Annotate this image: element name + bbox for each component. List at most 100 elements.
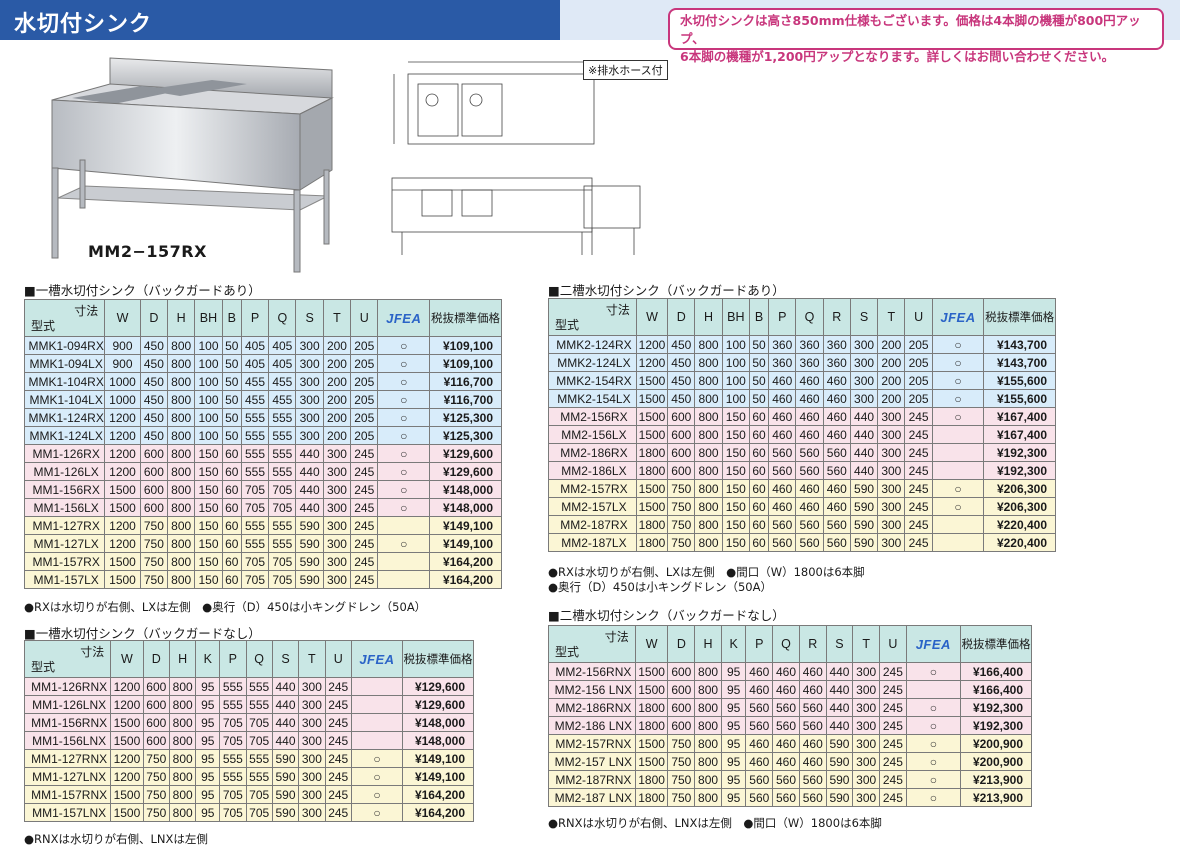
model-cell: MM2-156RX	[548, 407, 637, 426]
dim-cell-p: 460	[768, 371, 797, 390]
jfea-cell: ○	[377, 444, 431, 463]
model-cell: MM2-156 LNX	[548, 680, 636, 699]
dim-cell-d: 750	[667, 788, 696, 807]
jfea-cell	[377, 570, 431, 589]
dim-cell-w: 1200	[104, 516, 141, 535]
dim-cell-s: 300	[295, 354, 324, 373]
dim-cell-t: 300	[322, 498, 352, 517]
dim-cell-q: 460	[795, 371, 824, 390]
dim-cell-h: 800	[167, 534, 196, 553]
dim-cell-bh: 150	[721, 533, 750, 552]
dim-cell-b: 60	[748, 515, 770, 534]
dim-cell-q: 405	[268, 354, 297, 373]
price-cell: ¥109,100	[429, 354, 502, 373]
dim-cell-q: 555	[245, 677, 273, 696]
dim-cell-u: 205	[350, 336, 379, 355]
dim-cell-r: 560	[798, 770, 827, 789]
dim-cell-d: 750	[667, 734, 696, 753]
dim-cell-u: 245	[350, 552, 379, 571]
dim-cell-k: 95	[195, 767, 221, 786]
dim-cell-s: 590	[295, 516, 324, 535]
model-cell: MM1-126LNX	[23, 695, 112, 714]
model-cell: MM1-156RX	[23, 480, 106, 499]
dim-cell-w: 1500	[634, 734, 669, 753]
dim-cell-w: 1500	[110, 785, 144, 804]
dim-cell-w: 1500	[634, 662, 669, 681]
dim-cell-h: 800	[694, 533, 723, 552]
jfea-cell: ○	[377, 534, 431, 553]
dim-cell-u: 245	[324, 767, 352, 786]
dim-cell-s: 300	[295, 336, 324, 355]
dim-cell-s: 440	[825, 716, 854, 735]
jfea-cell: ○	[931, 353, 985, 372]
dim-cell-t: 200	[877, 389, 906, 408]
col-header-w: W	[635, 298, 669, 336]
jfea-cell	[350, 713, 404, 732]
dim-cell-q: 555	[245, 767, 273, 786]
dim-cell-q: 560	[772, 716, 800, 735]
model-cell: MM1-126RNX	[23, 677, 112, 696]
col-header-h: H	[694, 625, 722, 663]
dim-cell-p: 460	[745, 680, 774, 699]
dim-cell-h: 800	[168, 677, 197, 696]
dim-cell-w: 1800	[634, 788, 669, 807]
price-cell: ¥155,600	[983, 371, 1056, 390]
model-cell: MM1-156LNX	[23, 731, 112, 750]
dim-cell-bh: 100	[194, 408, 223, 427]
footnote-2: ●RNXは水切りが右側、LNXは左側	[24, 832, 208, 846]
model-cell: MM2-186LX	[548, 461, 637, 480]
drawing-note: ※排水ホース付	[583, 60, 668, 80]
jfea-cell: ○	[905, 788, 961, 807]
dim-cell-bh: 100	[721, 371, 750, 390]
dim-cell-q: 705	[268, 480, 297, 499]
dim-cell-t: 300	[852, 752, 881, 771]
jfea-cell: ○	[931, 479, 985, 498]
col-header-s: S	[295, 299, 324, 337]
price-cell: ¥206,300	[983, 479, 1056, 498]
model-cell: MMK1-124LX	[23, 426, 106, 445]
dim-cell-p: 455	[240, 390, 270, 409]
price-cell: ¥129,600	[429, 462, 502, 481]
section-title-1: ■一槽水切付シンク（バックガードあり）	[24, 283, 261, 298]
dim-cell-w: 1800	[635, 533, 669, 552]
dim-cell-p: 560	[768, 443, 797, 462]
dim-cell-h: 800	[694, 788, 722, 807]
dim-cell-w: 1500	[104, 480, 141, 499]
model-cell: MM2-157LX	[548, 497, 637, 516]
col-header-h: H	[168, 640, 197, 678]
dim-cell-bh: 150	[194, 552, 223, 571]
dim-cell-r: 460	[798, 734, 827, 753]
dim-cell-d: 750	[139, 570, 169, 589]
col-header-t: T	[298, 640, 326, 678]
dim-cell-h: 800	[694, 371, 723, 390]
dim-cell-k: 95	[195, 713, 221, 732]
dim-cell-bh: 100	[194, 390, 223, 409]
price-cell: ¥166,400	[959, 680, 1033, 699]
dim-cell-p: 705	[240, 480, 270, 499]
dim-cell-bh: 100	[194, 336, 223, 355]
dim-cell-b: 60	[221, 480, 242, 499]
dim-cell-k: 95	[195, 695, 221, 714]
header-model-label: 型式	[555, 645, 580, 659]
dim-cell-k: 95	[720, 752, 747, 771]
model-cell: MM1-127LNX	[23, 767, 112, 786]
dim-cell-b: 50	[221, 372, 242, 391]
jfea-cell: ○	[377, 336, 431, 355]
price-cell: ¥192,300	[983, 443, 1056, 462]
dim-cell-t: 300	[298, 767, 326, 786]
dim-cell-b: 50	[221, 336, 242, 355]
dim-cell-d: 450	[139, 426, 169, 445]
dim-cell-u: 245	[879, 770, 907, 789]
dim-cell-b: 60	[221, 552, 242, 571]
dim-cell-h: 800	[694, 770, 722, 789]
model-cell: MM2-186 LNX	[548, 716, 636, 735]
